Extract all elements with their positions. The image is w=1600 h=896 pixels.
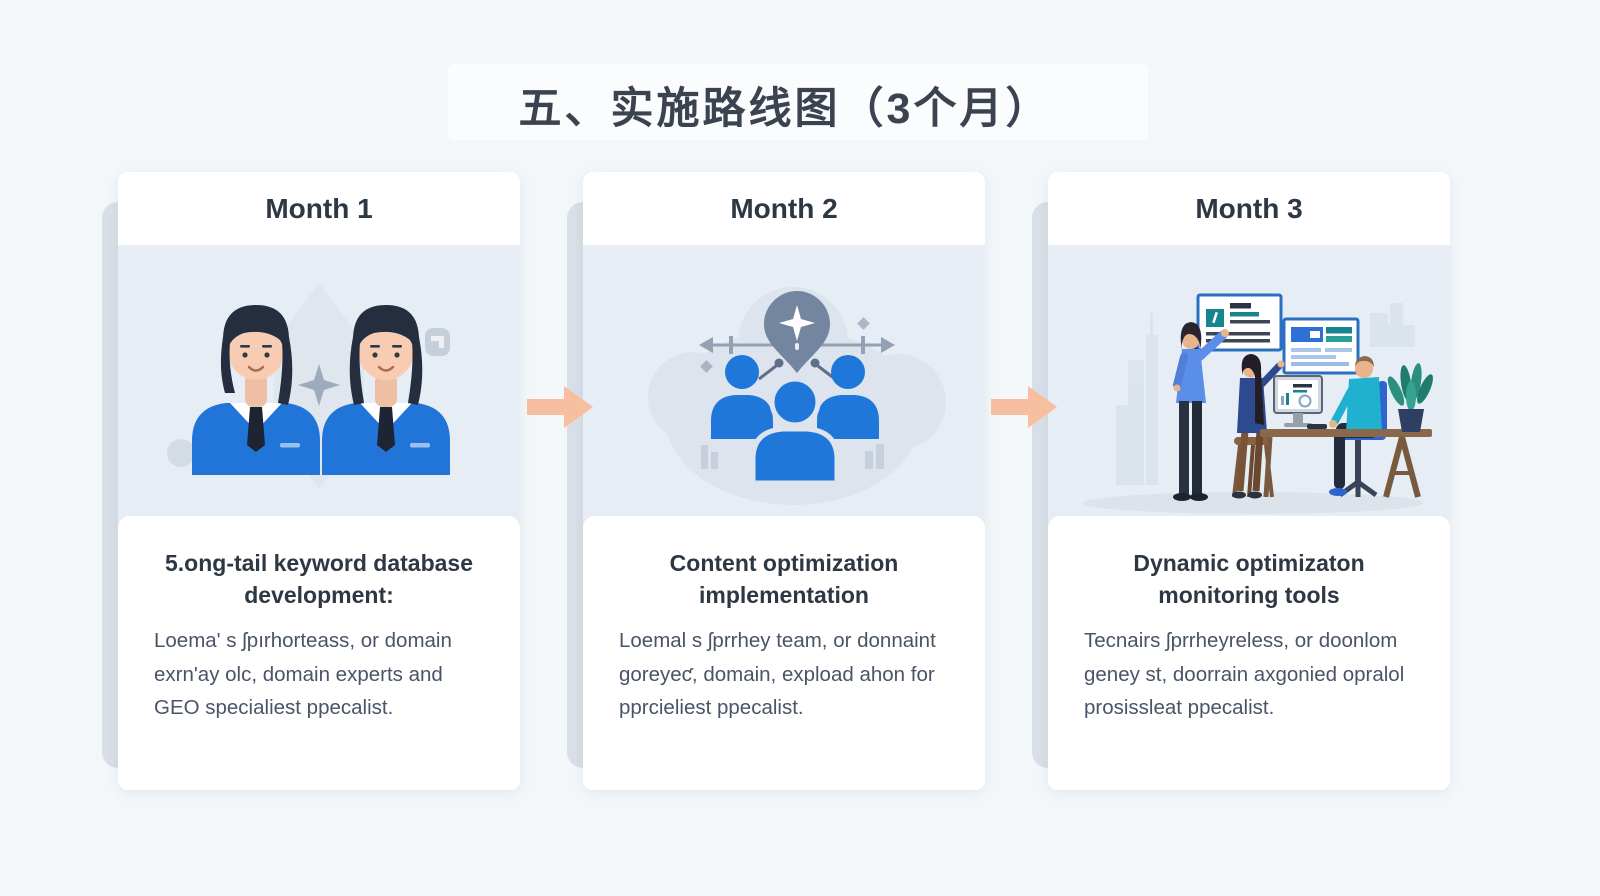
desktop-monitor (1273, 375, 1323, 427)
standing-woman (1173, 322, 1229, 501)
chart-glyph-decoration (701, 444, 884, 469)
note-icon (425, 328, 450, 356)
arrow-right-icon (527, 386, 593, 428)
monitoring-team-illustration (1083, 293, 1433, 514)
title-band (448, 64, 1148, 140)
card-body: Loema' s ʃpırhorteass, or domain exrn'ay… (154, 629, 452, 720)
location-pin-icon (764, 291, 830, 373)
person-icon (322, 305, 450, 475)
page-title: 五、实施路线图（3个月） (518, 85, 1052, 133)
card-illustration (1048, 245, 1450, 528)
person-icon (192, 305, 320, 475)
person-icon (711, 355, 773, 439)
potted-plant (1387, 363, 1433, 432)
month-card-3: Month 3 (1032, 172, 1450, 790)
person-icon (750, 376, 840, 486)
desk (1260, 424, 1432, 498)
card-header: Month 1 (118, 172, 520, 245)
card-body: Tecnairs ʃprrheyreless, or doonlom geney… (1084, 629, 1405, 720)
card-title: Dynamic optimizaton monitoring tools (1133, 550, 1365, 608)
card-header: Month 2 (583, 172, 985, 245)
ground-shadow (1083, 492, 1423, 514)
month-card-2: Month 2 (567, 172, 985, 790)
card-illustration (583, 245, 985, 528)
card-illustration (118, 245, 520, 528)
star-icon (298, 364, 340, 406)
card-header: Month 3 (1048, 172, 1450, 245)
arrow-right-icon (991, 386, 1057, 428)
person-icon (817, 355, 879, 439)
keyboard (1307, 424, 1327, 429)
roadmap-cards: Month 1 (102, 172, 1450, 790)
dashboard-screen (1282, 317, 1360, 375)
two-analysts-illustration (167, 283, 450, 489)
team-location-illustration (648, 287, 946, 505)
month-card-1: Month 1 (102, 172, 520, 790)
dot-decoration (167, 439, 195, 467)
city-silhouette-decoration (1116, 303, 1415, 485)
team-icons (711, 355, 879, 486)
seated-man (1329, 356, 1382, 496)
seated-woman (1232, 354, 1285, 499)
card-title: Content optimization implementation (669, 550, 899, 608)
card-body: Loemal s ʃprrhey team, or donnaint gorey… (619, 629, 936, 720)
card-title: 5.ong-tail keyword database development: (164, 550, 474, 608)
